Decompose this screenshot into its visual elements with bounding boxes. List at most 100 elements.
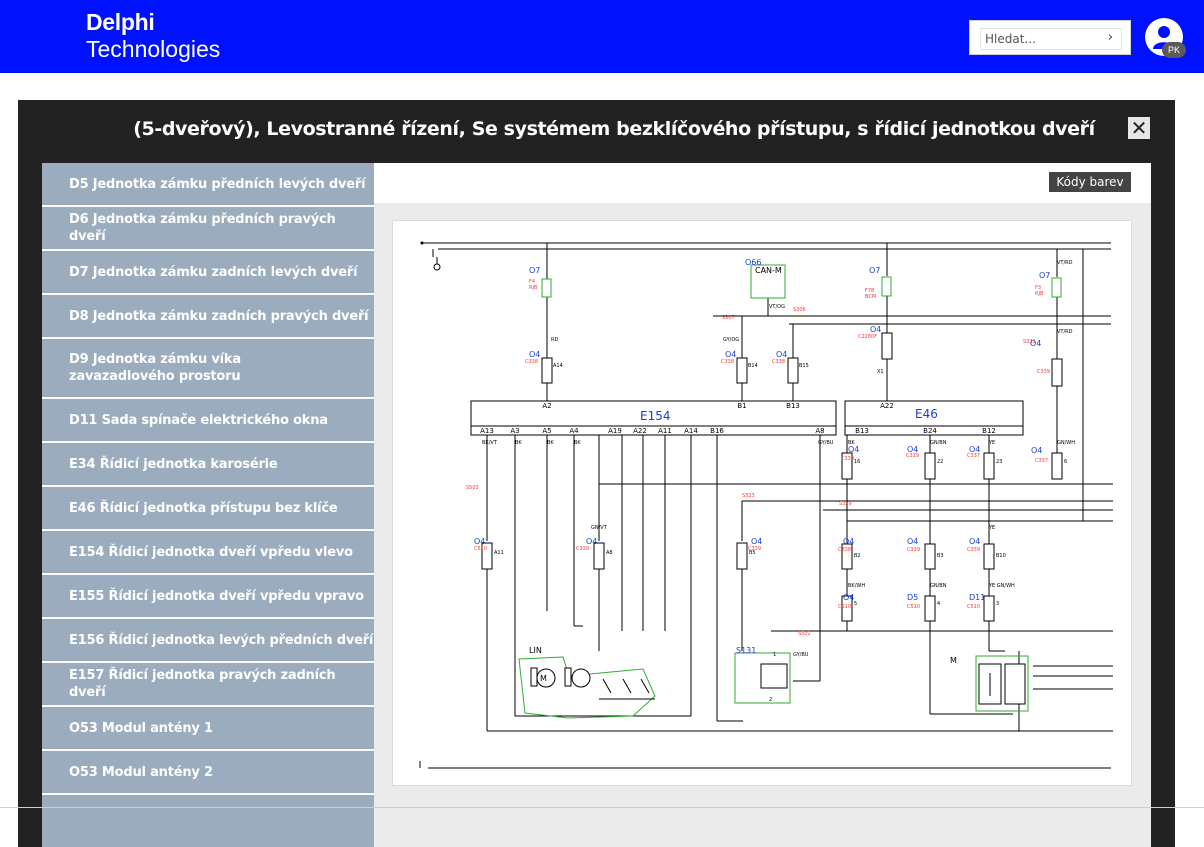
e154-pin: A14 [684,427,698,435]
d5-switches [599,678,655,700]
pin-number-label: 22 [937,459,943,465]
wire-color-label: GN/WH [1057,440,1075,446]
color-codes-button[interactable]: Kódy barev [1049,172,1131,192]
close-icon[interactable]: ✕ [1128,117,1150,139]
e154-wires [486,435,1113,732]
avatar-initials: PK [1162,42,1186,58]
modal-title: (5-dveřový), Levostranné řízení, Se syst… [133,118,1095,140]
connector-label: C338 [721,359,734,365]
wire-color-label: VT/RD [1057,260,1073,266]
motor-2 [571,668,591,688]
sidebar-item-e155[interactable]: E155 Řídicí jednotka dveří vpředu vpravo [42,575,374,617]
component-label-o4: O4 [969,537,980,546]
wire-color-label: BK/WH [848,583,865,589]
sidebar-item-label: E157 Řídicí jednotka pravých zadních dve… [69,668,336,700]
sidebar-item-d11[interactable]: D11 Sada spínače elektrického okna [42,399,374,441]
e154-top-pin: A2 [542,402,551,410]
component-label-o4: O4 [843,593,854,602]
fuse-label: F4 [529,279,535,285]
sidebar-item-d7[interactable]: D7 Jednotka zámku zadních levých dveří [42,251,374,293]
e154-pin: B16 [710,427,724,435]
pin-number-label: B5 [749,550,756,556]
top-bar: Delphi Technologies › PK [0,0,1204,73]
connector-label: C339 [967,547,980,553]
connector-label: C319 [906,453,919,459]
sidebar-item-d5[interactable]: D5 Jednotka zámku předních levých dveří [42,163,374,205]
pin-number-label: A11 [494,550,504,556]
pin-number-label: B2 [854,553,861,559]
e154-pin: A3 [510,427,519,435]
splice-label: S306 [793,307,806,313]
pin-number-label: 23 [996,459,1002,465]
sidebar-item-e156[interactable]: E156 Řídicí jednotka levých předních dve… [42,619,374,661]
chevron-right-icon[interactable]: › [1107,30,1113,45]
sidebar-item-label: E34 Řídicí jednotka karosérie [69,456,278,472]
logo-line2: Technologies [86,36,221,62]
component-label-o4: O4 [751,537,762,546]
e154-pin: A5 [542,427,551,435]
connector-label: C510 [967,604,980,610]
sidebar-item-o53-1[interactable]: O53 Modul antény 1 [42,707,374,749]
wire-color-label: YE GN/WH [988,583,1015,589]
sidebar-item-e157[interactable]: E157 Řídicí jednotka pravých zadních dve… [42,663,374,705]
sidebar-item-d8[interactable]: D8 Jednotka zámku zadních pravých dveří [42,295,374,337]
wire-color-label: GN/BN [930,440,947,446]
avatar[interactable]: PK [1145,18,1186,58]
component-label-o4: O4 [474,537,485,546]
sidebar-item-e154[interactable]: E154 Řídicí jednotka dveří vpředu vlevo [42,531,374,573]
component-label-m: M [950,656,957,665]
search-box: › [969,20,1131,55]
pin-number-label: A8 [606,550,613,556]
wire-color-label: BK [515,440,522,446]
sidebar-item-label: E154 Řídicí jednotka dveří vpředu vlevo [69,544,353,560]
sidebar-item-e46[interactable]: E46 Řídicí jednotka přístupu bez klíče [42,487,374,529]
fuses [541,276,1062,298]
pin-number-label: 1 [773,652,776,658]
sidebar-item-e34[interactable]: E34 Řídicí jednotka karosérie [42,443,374,485]
logo-line1: Delphi [86,9,155,35]
connector-label: C337 [967,453,980,459]
connector-label: C510 [907,604,920,610]
component-label-o4: O4 [843,537,854,546]
delphi-logo[interactable]: Delphi Technologies [86,9,220,63]
search-input[interactable] [985,31,1095,47]
wire-color-label: YE [988,440,995,446]
fuse-label: F78 [865,288,874,294]
sidebar-item-d6[interactable]: D6 Jednotka zámku předních pravých dveří [42,207,374,249]
connector-label: C338 [525,359,538,365]
component-label-o4: O4 [529,350,540,359]
component-list: D5 Jednotka zámku předních levých dveří … [42,163,374,847]
search-field-wrap: › [980,28,1122,50]
e154-box [470,400,837,436]
connector-label: C338 [838,547,851,553]
connector-label: C338 [772,359,785,365]
component-label-o7: O7 [1039,271,1050,280]
sidebar-item-label: E156 Řídicí jednotka levých předních dve… [69,632,374,648]
ground-dot [420,241,424,245]
sidebar-item-label: E155 Řídicí jednotka dveří vpředu vpravo [69,588,364,604]
e154-pin: A4 [569,427,579,435]
ground-symbol [433,263,441,271]
sidebar-item-d9[interactable]: D9 Jednotka zámku víka zavazadlového pro… [42,339,374,397]
pin-number-label: 6 [1064,459,1067,465]
component-label-lin: LIN [529,646,542,655]
sidebar-item-label: D9 Jednotka zámku víka zavazadlového pro… [69,352,241,384]
sidebar-item-more[interactable] [42,795,374,847]
wire-color-label: BK [848,440,855,446]
component-label-o4: O4 [848,445,859,454]
sidebar-item-o53-2[interactable]: O53 Modul antény 2 [42,751,374,793]
component-label-o4: O4 [907,445,918,454]
pin-number-label: B15 [799,363,809,369]
connector-label: C510 [838,604,851,610]
sidebar-item-label: D11 Sada spínače elektrického okna [69,412,328,428]
diagram-panel: Kódy barev [374,163,1151,847]
wire-color-label: YE [988,525,995,531]
component-label-d5: D5 [907,593,918,602]
wiring-diagram-modal: (5-dveřový), Levostranné řízení, Se syst… [18,100,1175,847]
component-label-o4: O4 [969,445,980,454]
component-label-o4: O4 [586,537,597,546]
e46-box [844,400,1024,436]
component-label-o4: O4 [725,350,736,359]
vertical-wires [546,243,1113,522]
